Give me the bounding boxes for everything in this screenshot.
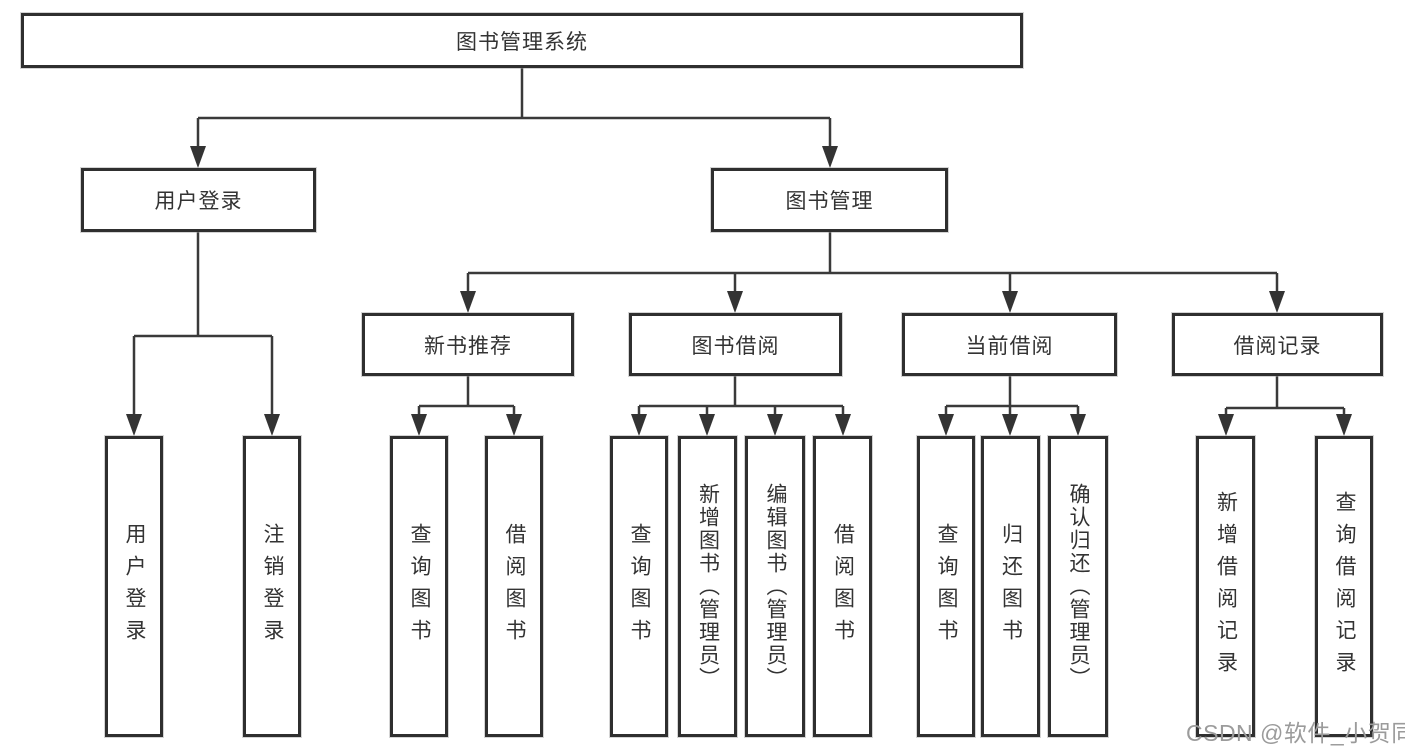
node-book-borrow: 图书借阅 [629, 313, 842, 376]
leaf-borrow-borrow-books: 借阅图书 [813, 436, 872, 737]
watermark: CSDN @软件_小贺同学 [1186, 720, 1405, 746]
node-user-login: 用户登录 [81, 168, 316, 232]
leaf-logout: 注销登录 [243, 436, 301, 737]
leaf-records-add-record: 新增借阅记录 [1196, 436, 1255, 737]
leaf-current-return-books: 归还图书 [981, 436, 1040, 737]
leaf-records-query-record: 查询借阅记录 [1315, 436, 1373, 737]
node-borrow-records: 借阅记录 [1172, 313, 1383, 376]
leaf-borrow-edit-books-admin: 编辑图书（管理员） [745, 436, 805, 737]
node-root-system: 图书管理系统 [21, 13, 1023, 68]
leaf-current-confirm-return-admin: 确认归还（管理员） [1048, 436, 1108, 737]
leaf-recommend-borrow-books: 借阅图书 [485, 436, 543, 737]
node-current-borrow: 当前借阅 [902, 313, 1117, 376]
leaf-current-query-books: 查询图书 [917, 436, 975, 737]
node-book-management: 图书管理 [711, 168, 948, 232]
node-new-book-recommend: 新书推荐 [362, 313, 574, 376]
leaf-user-login: 用户登录 [105, 436, 163, 737]
leaf-borrow-add-books-admin: 新增图书（管理员） [678, 436, 737, 737]
leaf-borrow-query-books: 查询图书 [610, 436, 668, 737]
leaf-recommend-query-books: 查询图书 [390, 436, 448, 737]
